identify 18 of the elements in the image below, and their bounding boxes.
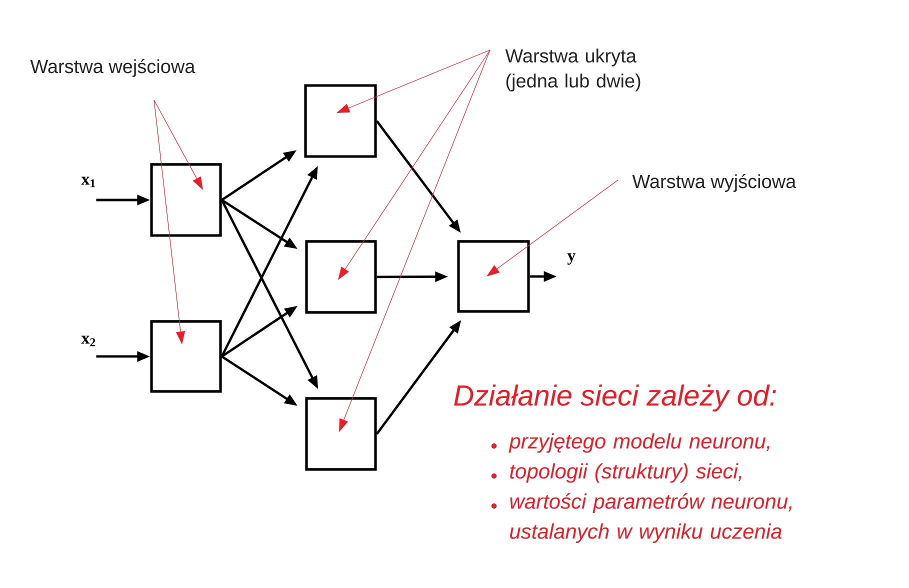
signal-label: x$_{1}$ (81, 176, 96, 188)
layer-label: Warstwa wyjściowa (632, 174, 796, 192)
bullet-item: topologii (struktury) sieci, (510, 463, 742, 483)
leader-line (486, 180, 618, 276)
leader-line (338, 50, 490, 280)
neuron-box (150, 320, 222, 393)
layer-label: Warstwa wejściowa (30, 59, 196, 77)
neuron-box (304, 84, 377, 158)
neuron-box (150, 163, 222, 237)
layer-label: Warstwa ukryta (jedna lub dwie) (505, 48, 640, 92)
heading: Działanie sieci zależy od: (454, 384, 776, 412)
signal-label: x$_{2}$ (81, 336, 96, 346)
neuron-box (305, 240, 377, 314)
neuron-box (305, 397, 377, 471)
signal-label: y (567, 253, 576, 265)
bullet-item: przyjętego modelu neuronu, (508, 433, 770, 453)
neuron-box (457, 240, 530, 313)
bullet-item: wartości parametrów neuronu, ustalanych w wyniku uczenia (510, 493, 792, 543)
